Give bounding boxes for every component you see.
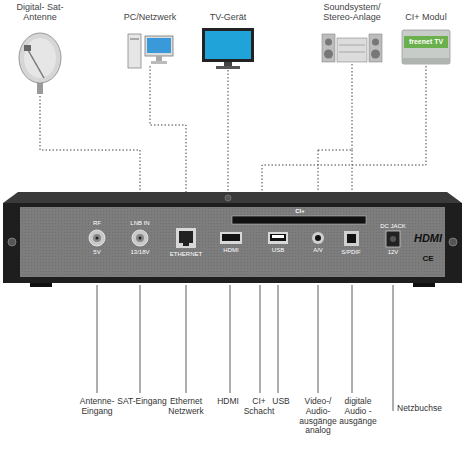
panel-label: USB	[267, 247, 289, 254]
panel-label: 12V	[383, 249, 403, 256]
panel-label: 5V	[87, 249, 107, 256]
ci-module-icon	[402, 30, 450, 64]
port-name: Netzbuchse	[397, 404, 449, 414]
device-label: Digital- Sat-Antenne	[12, 2, 68, 23]
panel-label: CI+	[290, 208, 310, 215]
receiver-body	[3, 192, 462, 287]
panel-label: RF	[87, 220, 107, 227]
panel-label: HDMI	[218, 247, 244, 254]
port-name: HDMI	[215, 397, 241, 407]
panel-label: DC JACK	[378, 223, 408, 230]
panel-label: S/PDIF	[337, 249, 365, 256]
port-name: Video-/ Audio- ausgänge analog	[298, 397, 338, 436]
module-brand: freenet TV	[404, 38, 448, 46]
panel-label: 13/18V	[125, 249, 155, 256]
panel-label: LNB IN	[125, 220, 155, 227]
leader-lines	[97, 285, 393, 411]
device-label: PC/Netzwerk	[115, 12, 185, 22]
panel-label: A/V	[308, 247, 328, 254]
port-name: digitale Audio -ausgänge	[337, 397, 379, 426]
tv-icon	[202, 28, 254, 69]
port-name: Antenne- Eingang	[77, 397, 117, 417]
port-name: USB	[271, 397, 291, 407]
pc-icon	[128, 34, 173, 68]
device-label: CI+ Modul	[398, 12, 454, 22]
panel-label: ETHERNET	[169, 251, 203, 258]
port-name: SAT-Eingang	[116, 397, 168, 407]
port-name: Ethernet Netzwerk	[166, 397, 206, 417]
ce-mark: CE	[418, 254, 438, 263]
stereo-icon	[322, 34, 382, 62]
port-name: CI+ Schacht	[242, 397, 276, 417]
dish-icon	[19, 33, 61, 94]
device-label: TV-Gerät	[198, 12, 258, 22]
device-label: Soundsystem/ Stereo-Anlage	[315, 2, 389, 23]
hdmi-logo: HDMI	[410, 232, 446, 245]
